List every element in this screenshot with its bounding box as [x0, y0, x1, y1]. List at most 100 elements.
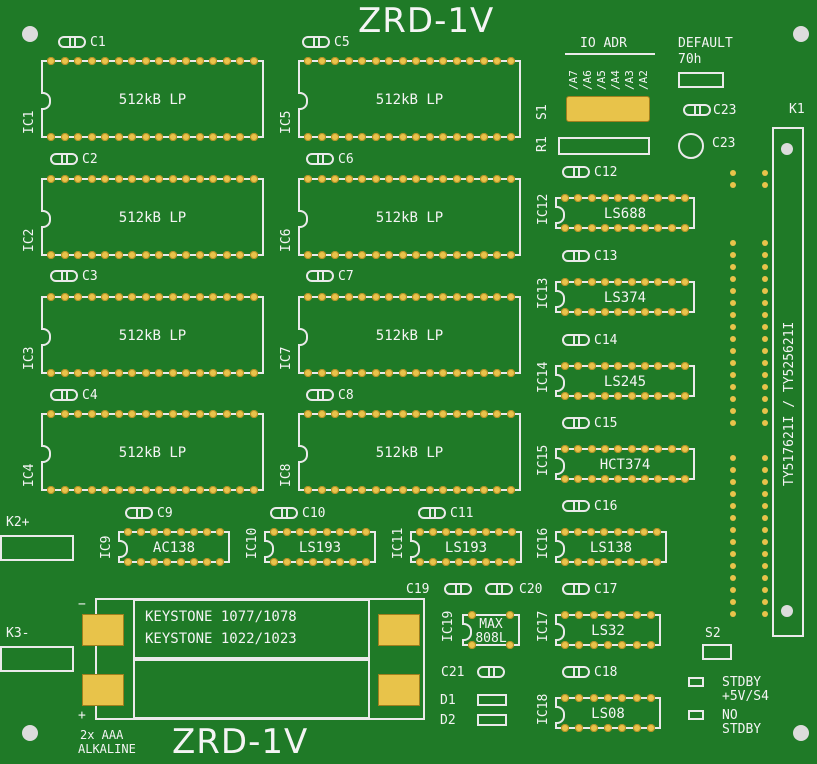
- pin-pad-icon: [398, 293, 407, 301]
- capacitor-icon: [50, 270, 78, 282]
- connector-pin-icon: [762, 312, 768, 318]
- chip-name: LS688: [603, 206, 647, 222]
- pin-pad-icon: [74, 410, 83, 418]
- pin-pad-icon: [640, 445, 649, 453]
- battery-pad: [82, 614, 124, 646]
- pin-pad-icon: [561, 224, 569, 232]
- pin-pad-icon: [335, 528, 344, 536]
- pin-pad-icon: [640, 224, 649, 232]
- pin-pad-icon: [589, 694, 598, 702]
- diode-icon: [477, 714, 507, 726]
- connector-pin-icon: [730, 479, 736, 485]
- pin-pad-icon: [317, 293, 326, 301]
- pin-pad-icon: [155, 410, 164, 418]
- s1-label: S1: [535, 104, 550, 120]
- pin-pad-icon: [600, 445, 609, 453]
- pin-pad-icon: [603, 724, 612, 732]
- ic-ref-label: IC6: [279, 228, 294, 252]
- pin-pad-icon: [331, 410, 340, 418]
- connector-pin-icon: [762, 515, 768, 521]
- pin-row: [557, 362, 693, 370]
- pin-pad-icon: [249, 369, 258, 377]
- pin-pad-icon: [493, 175, 502, 183]
- connector-pin-icon: [762, 276, 768, 282]
- chip-name: MAX 808L: [475, 617, 507, 646]
- pin-pad-icon: [412, 251, 421, 259]
- pin-pad-icon: [182, 57, 191, 65]
- mounting-hole-icon: [22, 725, 38, 741]
- pin-pad-icon: [296, 558, 305, 566]
- connector-pin-icon: [762, 420, 768, 426]
- pin-pad-icon: [493, 369, 502, 377]
- s1-dip-switch[interactable]: [566, 96, 650, 122]
- pin-pad-icon: [398, 175, 407, 183]
- ic-ic13: LS374: [555, 278, 695, 316]
- ic-ref-label: IC9: [99, 535, 114, 559]
- pin-pad-icon: [47, 486, 55, 494]
- pin-pad-icon: [632, 611, 641, 619]
- pin-pad-icon: [575, 694, 584, 702]
- k1-connector-type: TY517621I / TY525621I: [782, 321, 797, 486]
- pin-pad-icon: [561, 724, 569, 732]
- connector-pin-icon: [762, 170, 768, 176]
- connector-pin-icon: [762, 372, 768, 378]
- pin-pad-icon: [114, 57, 123, 65]
- pin-pad-icon: [640, 362, 649, 370]
- chip-name: LS245: [603, 374, 647, 390]
- capacitor-icon: [306, 389, 334, 401]
- default-jumper-icon: [678, 72, 724, 88]
- capacitor-icon: [58, 36, 86, 48]
- pin-pad-icon: [270, 528, 278, 536]
- pin-pad-icon: [574, 194, 583, 202]
- capacitor-icon: [562, 417, 590, 429]
- pin-pad-icon: [494, 528, 503, 536]
- chip-notch-icon: [555, 623, 565, 641]
- pin-pad-icon: [618, 641, 627, 649]
- connector-pin-icon: [762, 611, 768, 617]
- pin-pad-icon: [182, 175, 191, 183]
- pin-pad-icon: [614, 194, 623, 202]
- pin-pad-icon: [667, 224, 676, 232]
- pin-pad-icon: [587, 278, 596, 286]
- pin-pad-icon: [236, 57, 245, 65]
- pin-pad-icon: [587, 558, 596, 566]
- pin-pad-icon: [494, 558, 503, 566]
- pin-pad-icon: [452, 293, 461, 301]
- ic-ref-label: IC12: [536, 193, 551, 225]
- pin-pad-icon: [101, 293, 110, 301]
- pin-pad-icon: [587, 194, 596, 202]
- pin-row: [300, 251, 519, 259]
- pin-pad-icon: [561, 611, 569, 619]
- pin-pad-icon: [667, 278, 676, 286]
- pin-pad-icon: [654, 194, 663, 202]
- pin-pad-icon: [506, 293, 515, 301]
- address-bit-label: /A2: [637, 70, 650, 90]
- cap-label: C9: [157, 506, 173, 521]
- pin-pad-icon: [371, 486, 380, 494]
- pin-pad-icon: [442, 528, 451, 536]
- k3-terminal: [0, 646, 74, 672]
- pin-pad-icon: [614, 362, 623, 370]
- pin-pad-icon: [640, 278, 649, 286]
- pin-pad-icon: [101, 133, 110, 141]
- pin-row: [557, 445, 693, 453]
- s2-jumper[interactable]: [702, 644, 732, 660]
- connector-pin-icon: [730, 170, 736, 176]
- default-value: 70h: [678, 52, 702, 67]
- pin-pad-icon: [358, 251, 367, 259]
- ic-ref-label: IC4: [22, 463, 37, 487]
- pin-pad-icon: [646, 641, 655, 649]
- pin-pad-icon: [317, 175, 326, 183]
- pin-pad-icon: [87, 293, 96, 301]
- ic-ic8: 512kB LP: [298, 410, 521, 494]
- chip-name: LS08: [591, 706, 625, 722]
- chip-notch-icon: [410, 540, 420, 558]
- connector-pin-icon: [730, 348, 736, 354]
- pin-pad-icon: [249, 293, 258, 301]
- pin-pad-icon: [348, 528, 357, 536]
- pin-pad-icon: [667, 308, 676, 316]
- pin-pad-icon: [331, 251, 340, 259]
- pin-pad-icon: [168, 369, 177, 377]
- k2-terminal: [0, 535, 74, 561]
- pin-pad-icon: [270, 558, 278, 566]
